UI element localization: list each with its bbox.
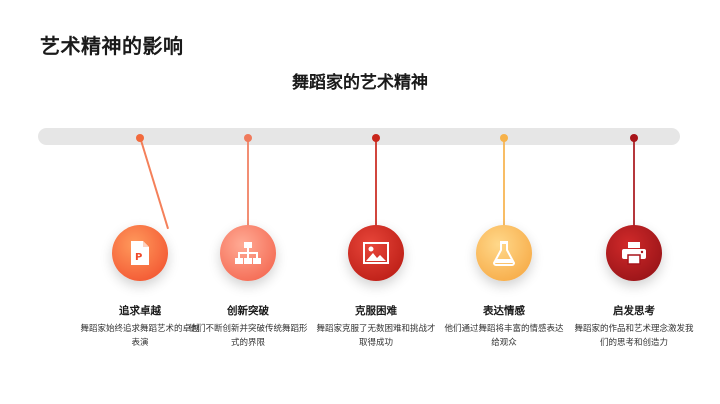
- step-label: 表达情感: [483, 305, 525, 317]
- step-icon-disc: [348, 225, 404, 281]
- timeline-dot: [630, 134, 638, 142]
- timeline-connector: [247, 137, 249, 233]
- timeline-step-4: 表达情感 他们通过舞蹈将丰富的情感表达给观众: [434, 0, 574, 404]
- printer-icon: [621, 241, 647, 265]
- step-description: 舞蹈家始终追求舞蹈艺术的卓越表演: [80, 324, 200, 348]
- timeline-dot: [500, 134, 508, 142]
- step-description: 舞蹈家克服了无数困难和挑战才取得成功: [316, 324, 436, 348]
- step-icon-disc: [606, 225, 662, 281]
- slide-title: 艺术精神的影响: [40, 34, 184, 58]
- timeline-connector: [503, 137, 505, 233]
- presentation-file-icon: P: [129, 240, 151, 266]
- org-chart-icon: [235, 241, 261, 265]
- timeline-step-1: P 追求卓越 舞蹈家始终追求舞蹈艺术的卓越表演: [70, 0, 210, 404]
- timeline-dot: [372, 134, 380, 142]
- step-label: 启发思考: [613, 305, 655, 317]
- step-label: 追求卓越: [119, 305, 161, 317]
- timeline-bar: [38, 128, 680, 145]
- step-description: 舞蹈家的作品和艺术理念激发我们的思考和创造力: [574, 324, 694, 348]
- timeline-dot: [244, 134, 252, 142]
- svg-text:P: P: [135, 252, 142, 263]
- flask-icon: [493, 240, 515, 266]
- step-description: 他们通过舞蹈将丰富的情感表达给观众: [444, 324, 564, 348]
- step-label: 克服困难: [355, 305, 397, 317]
- image-icon: [363, 242, 389, 264]
- main-heading: 舞蹈家的艺术精神: [292, 73, 428, 93]
- step-icon-disc: [220, 225, 276, 281]
- timeline-step-2: 创新突破 他们不断创新并突破传统舞蹈形式的界限: [178, 0, 318, 404]
- step-description: 他们不断创新并突破传统舞蹈形式的界限: [188, 324, 308, 348]
- timeline-step-5: 启发思考 舞蹈家的作品和艺术理念激发我们的思考和创造力: [564, 0, 704, 404]
- timeline-step-3: 克服困难 舞蹈家克服了无数困难和挑战才取得成功: [306, 0, 446, 404]
- timeline-dot: [136, 134, 144, 142]
- step-icon-disc: P: [112, 225, 168, 281]
- step-icon-disc: [476, 225, 532, 281]
- timeline-connector: [633, 137, 635, 233]
- step-label: 创新突破: [227, 305, 269, 317]
- timeline-connector: [375, 137, 377, 233]
- timeline-connector: [139, 136, 170, 230]
